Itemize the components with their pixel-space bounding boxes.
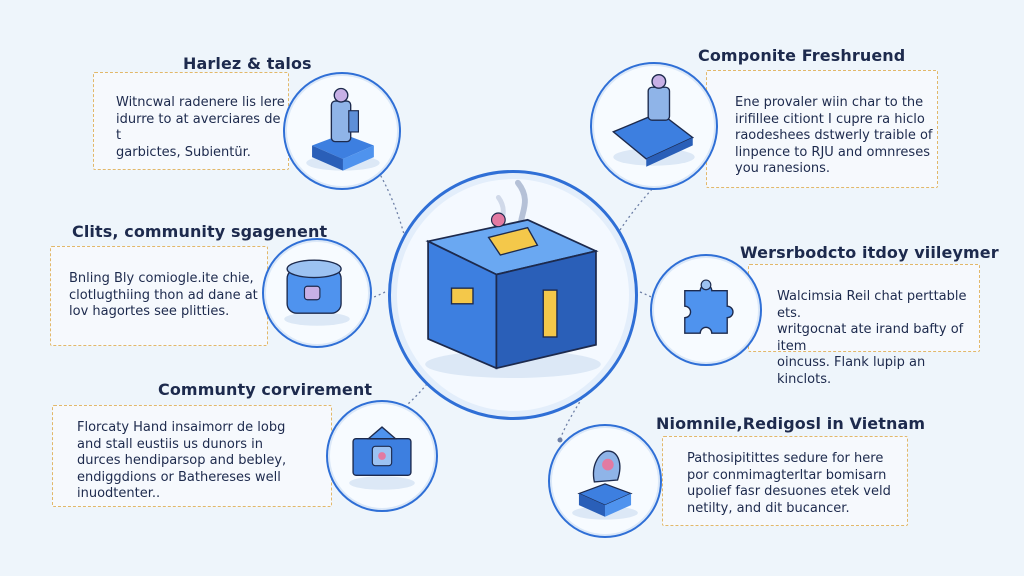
node-3-description-box: Bnling Bly comiogle.ite chie, clotlugthi…: [50, 246, 268, 346]
barrel-icon: [284, 259, 350, 326]
node-6-line-3: upolief fasr desuones etek veld: [687, 484, 891, 499]
node-3-circle: [262, 238, 372, 348]
ballot-box-icon: [425, 179, 601, 378]
node-4-description-box: Walcimsia Reil chat perttable ets. writg…: [748, 264, 980, 387]
node-2-line-4: linpence to RJU and omnreses: [735, 144, 930, 160]
bust-on-pedestal-icon: [572, 450, 638, 520]
node-1-circle: [283, 72, 401, 190]
node-5-line-2: and stall eustiis us dunors in: [77, 436, 263, 452]
node-1-title: Harlez & talos: [183, 54, 312, 73]
node-4-line-2: writgocnat ate irand bafty of item: [777, 322, 964, 354]
node-4-title: Wersrbodcto itdoy viileymer: [740, 243, 999, 262]
node-6-description-box: Pathosipitittes sedure for here por conm…: [662, 436, 908, 526]
node-1-description-box: Witncwal radenere lis lere idurre to at …: [93, 72, 289, 170]
node-4-circle: [650, 254, 762, 366]
node-2-title: Componite Freshruend: [698, 46, 906, 65]
node-2-description-box: Ene provaler wiin char to the irifillee …: [706, 70, 938, 188]
node-2-line-3: raodeshees dstwerly traible of: [735, 128, 933, 143]
statue-on-pedestal-icon: [306, 87, 380, 171]
node-3-line-2: clotlugthiing thon ad dane at: [69, 287, 258, 303]
node-2-line-2: irifillee citiont I cupre ra hiclo: [735, 111, 925, 127]
node-5-circle: [326, 400, 438, 512]
node-3-line-3: lov hagortes see plitties.: [69, 304, 230, 319]
node-3-title: Clits, community sgagenent: [72, 222, 328, 241]
node-6-line-4: netilty, and dit bucancer.: [687, 500, 850, 516]
node-5-description-box: Florcaty Hand insaimorr de lobg and stal…: [52, 405, 332, 507]
node-6-line-1: Pathosipitittes sedure for here: [687, 451, 884, 466]
center-hub-circle: [388, 170, 638, 420]
node-5-line-1: Florcaty Hand insaimorr de lobg: [77, 420, 286, 435]
puzzle-piece-icon: [684, 279, 734, 334]
node-2-circle: [590, 62, 718, 190]
node-6-circle: [548, 424, 662, 538]
node-4-line-1: Walcimsia Reil chat perttable ets.: [777, 289, 967, 321]
node-3-line-1: Bnling Bly comiogle.ite chie,: [69, 271, 254, 286]
node-6-title: Niomnile,Redigosl in Vietnam: [656, 414, 926, 433]
node-5-title: Communty corvirement: [158, 380, 373, 399]
node-2-line-1: Ene provaler wiin char to the: [735, 95, 924, 110]
node-1-line-3: garbictes, Subientür.: [116, 144, 251, 160]
framed-display-icon: [349, 426, 415, 490]
node-5-line-5: inuodtenter..: [77, 486, 161, 501]
node-6-line-2: por conmimagterltar bomisarn: [687, 467, 887, 483]
node-2-line-5: you ranesions.: [735, 161, 831, 176]
node-1-line-1: Witncwal radenere lis lere: [116, 95, 285, 110]
node-5-line-4: endiggdions or Bathereses well: [77, 469, 281, 485]
node-4-line-3: oincuss. Flank lupip an kinclots.: [777, 355, 926, 387]
tablet-and-figure-icon: [612, 73, 695, 167]
node-5-line-3: durces hendiparsop and bebley,: [77, 453, 287, 468]
node-1-line-2: idurre to at averciares de t: [116, 111, 281, 144]
